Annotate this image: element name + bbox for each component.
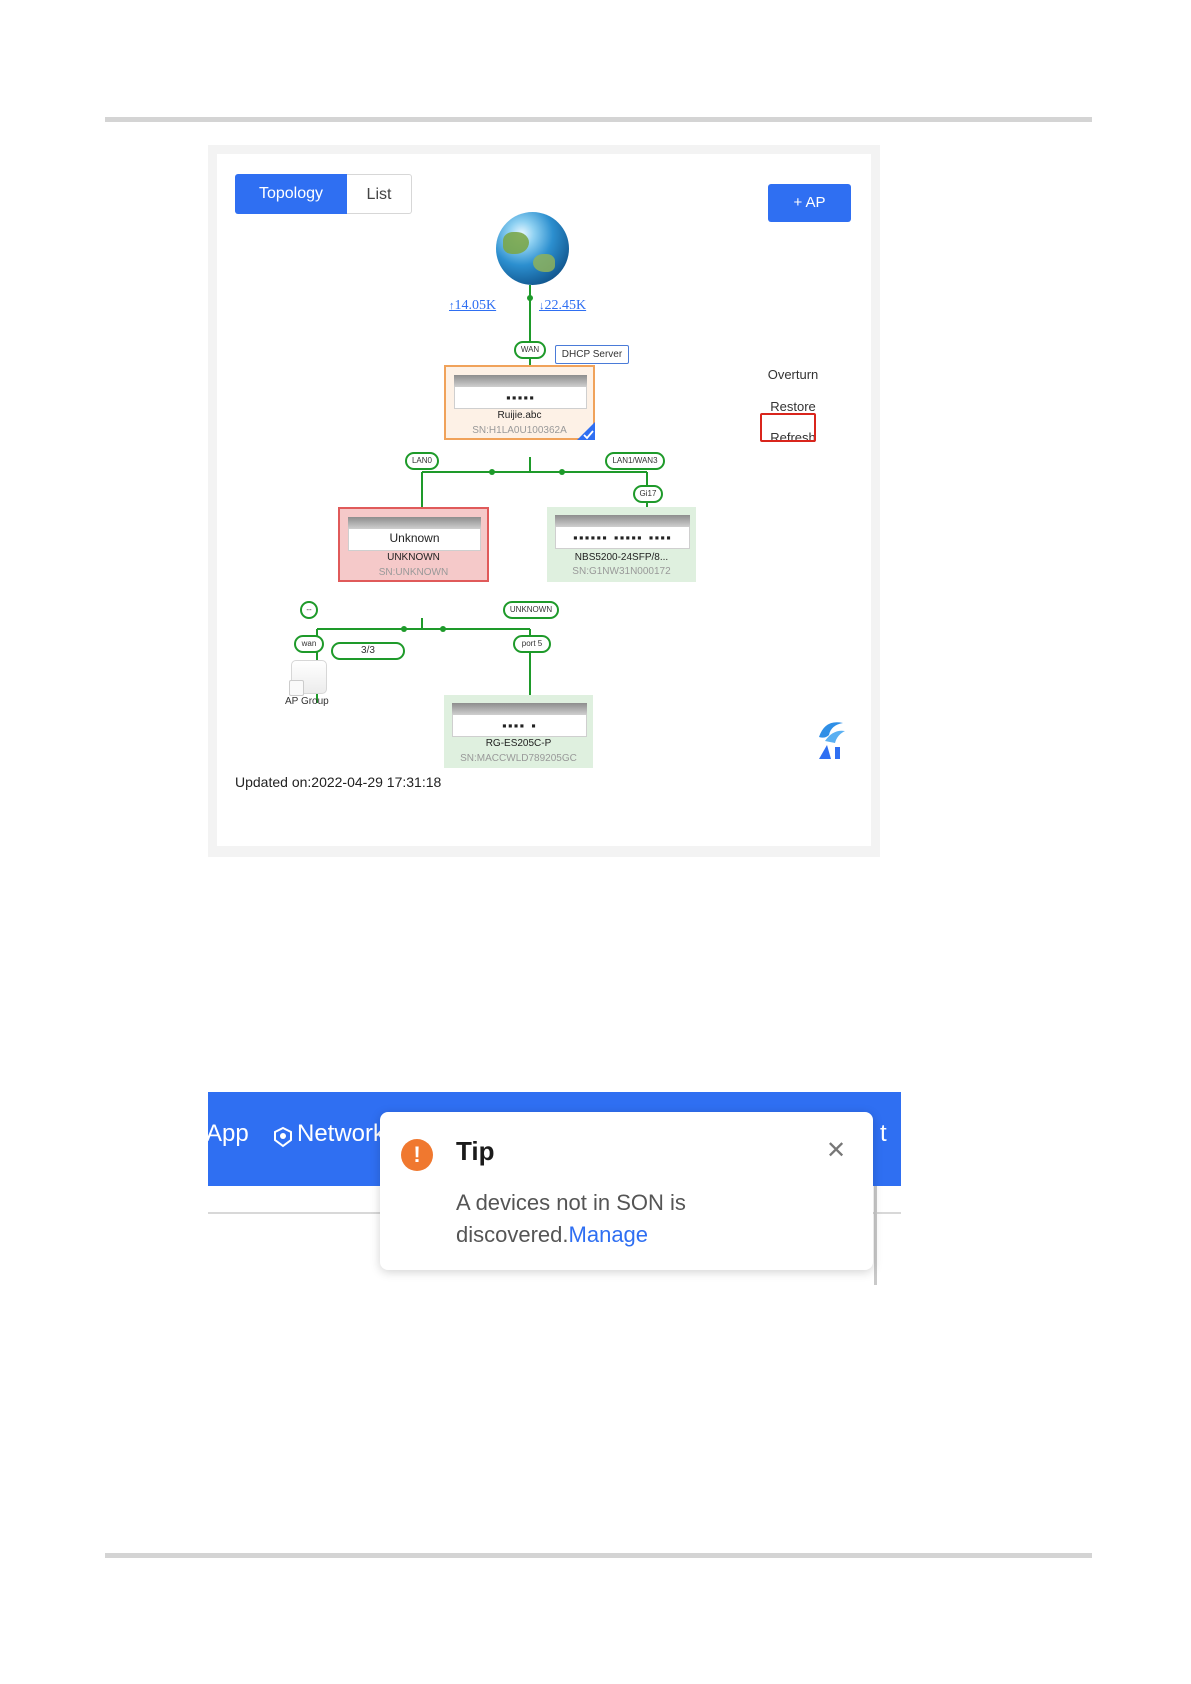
device-switch-nbs5200-sn: SN:G1NW31N000172: [572, 566, 671, 577]
device-unknown-chassis: Unknown: [348, 517, 481, 551]
network-icon: [274, 1126, 292, 1148]
close-icon[interactable]: ✕: [825, 1137, 847, 1164]
view-tabs: Topology List: [235, 174, 412, 214]
device-gateway-name: Ruijie.abc: [497, 410, 542, 421]
globe-land-decoration: [533, 254, 555, 272]
port-label-lan0: LAN0: [405, 452, 439, 470]
tip-dialog: ! Tip ✕ A devices not in SON is discover…: [380, 1112, 873, 1270]
ap-group-label: AP Group: [285, 696, 329, 707]
dhcp-server-tag: DHCP Server: [555, 345, 629, 364]
device-unknown-label: Unknown: [389, 531, 440, 545]
topology-context-menu: Overturn Restore Refresh: [757, 350, 829, 460]
device-switch-nbs5200-ports: ▪▪▪▪▪▪ ▪▪▪▪▪ ▪▪▪▪: [573, 533, 672, 542]
device-unknown-name: UNKNOWN: [387, 552, 440, 563]
assistant-logo-icon: [819, 722, 845, 759]
ap-small-icon: [289, 680, 304, 696]
topology-screenshot: Topology List + AP ↑14.05K ↓22.45K WAN D…: [208, 145, 880, 857]
ap-count-badge: 3/3: [331, 642, 405, 660]
down-arrow-icon: ↓: [539, 300, 545, 312]
warning-icon: !: [401, 1139, 433, 1171]
tip-message-text: A devices not in SON is discovered.: [456, 1190, 686, 1247]
device-unknown-sn: SN:UNKNOWN: [378, 567, 449, 578]
page-header-rule: [105, 117, 1092, 122]
topology-links: [316, 285, 648, 703]
manage-link[interactable]: Manage: [568, 1222, 649, 1247]
menu-restore[interactable]: Restore: [770, 399, 816, 414]
nav-network[interactable]: Network: [297, 1120, 386, 1147]
port-label-gi17: Gi17: [633, 485, 663, 503]
updated-timestamp: Updated on:2022-04-29 17:31:18: [235, 774, 442, 790]
page-footer-rule: [105, 1553, 1092, 1558]
globe-land-decoration: [503, 232, 529, 254]
upload-rate[interactable]: ↑14.05K: [449, 298, 496, 314]
device-switch-nbs5200[interactable]: ▪▪▪▪▪▪ ▪▪▪▪▪ ▪▪▪▪ NBS5200-24SFP/8... SN:…: [547, 507, 696, 582]
window-edge: [874, 1186, 877, 1285]
tab-list[interactable]: List: [347, 174, 412, 214]
port-label-dash: --: [300, 601, 318, 619]
device-gateway-chassis: ▪▪▪▪▪: [454, 375, 587, 409]
topology-view: Topology List + AP ↑14.05K ↓22.45K WAN D…: [217, 154, 871, 846]
device-switch-es205c-ports: ▪▪▪▪ ▪: [502, 721, 537, 730]
tip-screenshot: App Network t ! Tip ✕ A devices not in S…: [208, 1092, 901, 1285]
device-switch-nbs5200-name: NBS5200-24SFP/8...: [574, 552, 669, 563]
upload-rate-value: 14.05K: [454, 298, 497, 313]
selected-check-icon: [577, 422, 595, 440]
port-label-wan2: wan: [294, 635, 324, 653]
device-gateway[interactable]: ▪▪▪▪▪ Ruijie.abc SN:H1LA0U100362A: [444, 365, 595, 440]
device-switch-es205c-sn: SN:MACCWLD789205GC: [460, 753, 577, 764]
ap-group-icon[interactable]: [289, 660, 327, 696]
device-switch-es205c-chassis: ▪▪▪▪ ▪: [452, 703, 587, 737]
refresh-highlight-box: [760, 413, 816, 442]
menu-overturn[interactable]: Overturn: [767, 367, 819, 382]
port-label-wan: WAN: [514, 341, 546, 359]
device-switch-es205c-name: RG-ES205C-P: [485, 738, 552, 749]
device-gateway-sn: SN:H1LA0U100362A: [472, 425, 567, 436]
nav-app[interactable]: App: [208, 1120, 249, 1147]
port-label-lan1-wan3: LAN1/WAN3: [605, 452, 665, 470]
device-switch-es205c[interactable]: ▪▪▪▪ ▪ RG-ES205C-P SN:MACCWLD789205GC: [444, 695, 593, 768]
nav-partial-item[interactable]: t: [880, 1120, 887, 1147]
device-gateway-ports: ▪▪▪▪▪: [505, 393, 536, 402]
tip-title: Tip: [456, 1136, 495, 1166]
port-label-unknown: UNKNOWN: [503, 601, 559, 619]
port-label-port5: port 5: [513, 635, 551, 653]
download-rate[interactable]: ↓22.45K: [539, 298, 586, 314]
download-rate-value: 22.45K: [544, 298, 587, 313]
device-unknown[interactable]: Unknown UNKNOWN SN:UNKNOWN: [338, 507, 489, 582]
add-ap-button[interactable]: + AP: [768, 184, 851, 222]
up-arrow-icon: ↑: [449, 300, 455, 312]
tab-topology[interactable]: Topology: [235, 174, 347, 214]
device-switch-nbs5200-chassis: ▪▪▪▪▪▪ ▪▪▪▪▪ ▪▪▪▪: [555, 515, 690, 549]
tip-message: A devices not in SON is discovered.Manag…: [456, 1187, 816, 1251]
